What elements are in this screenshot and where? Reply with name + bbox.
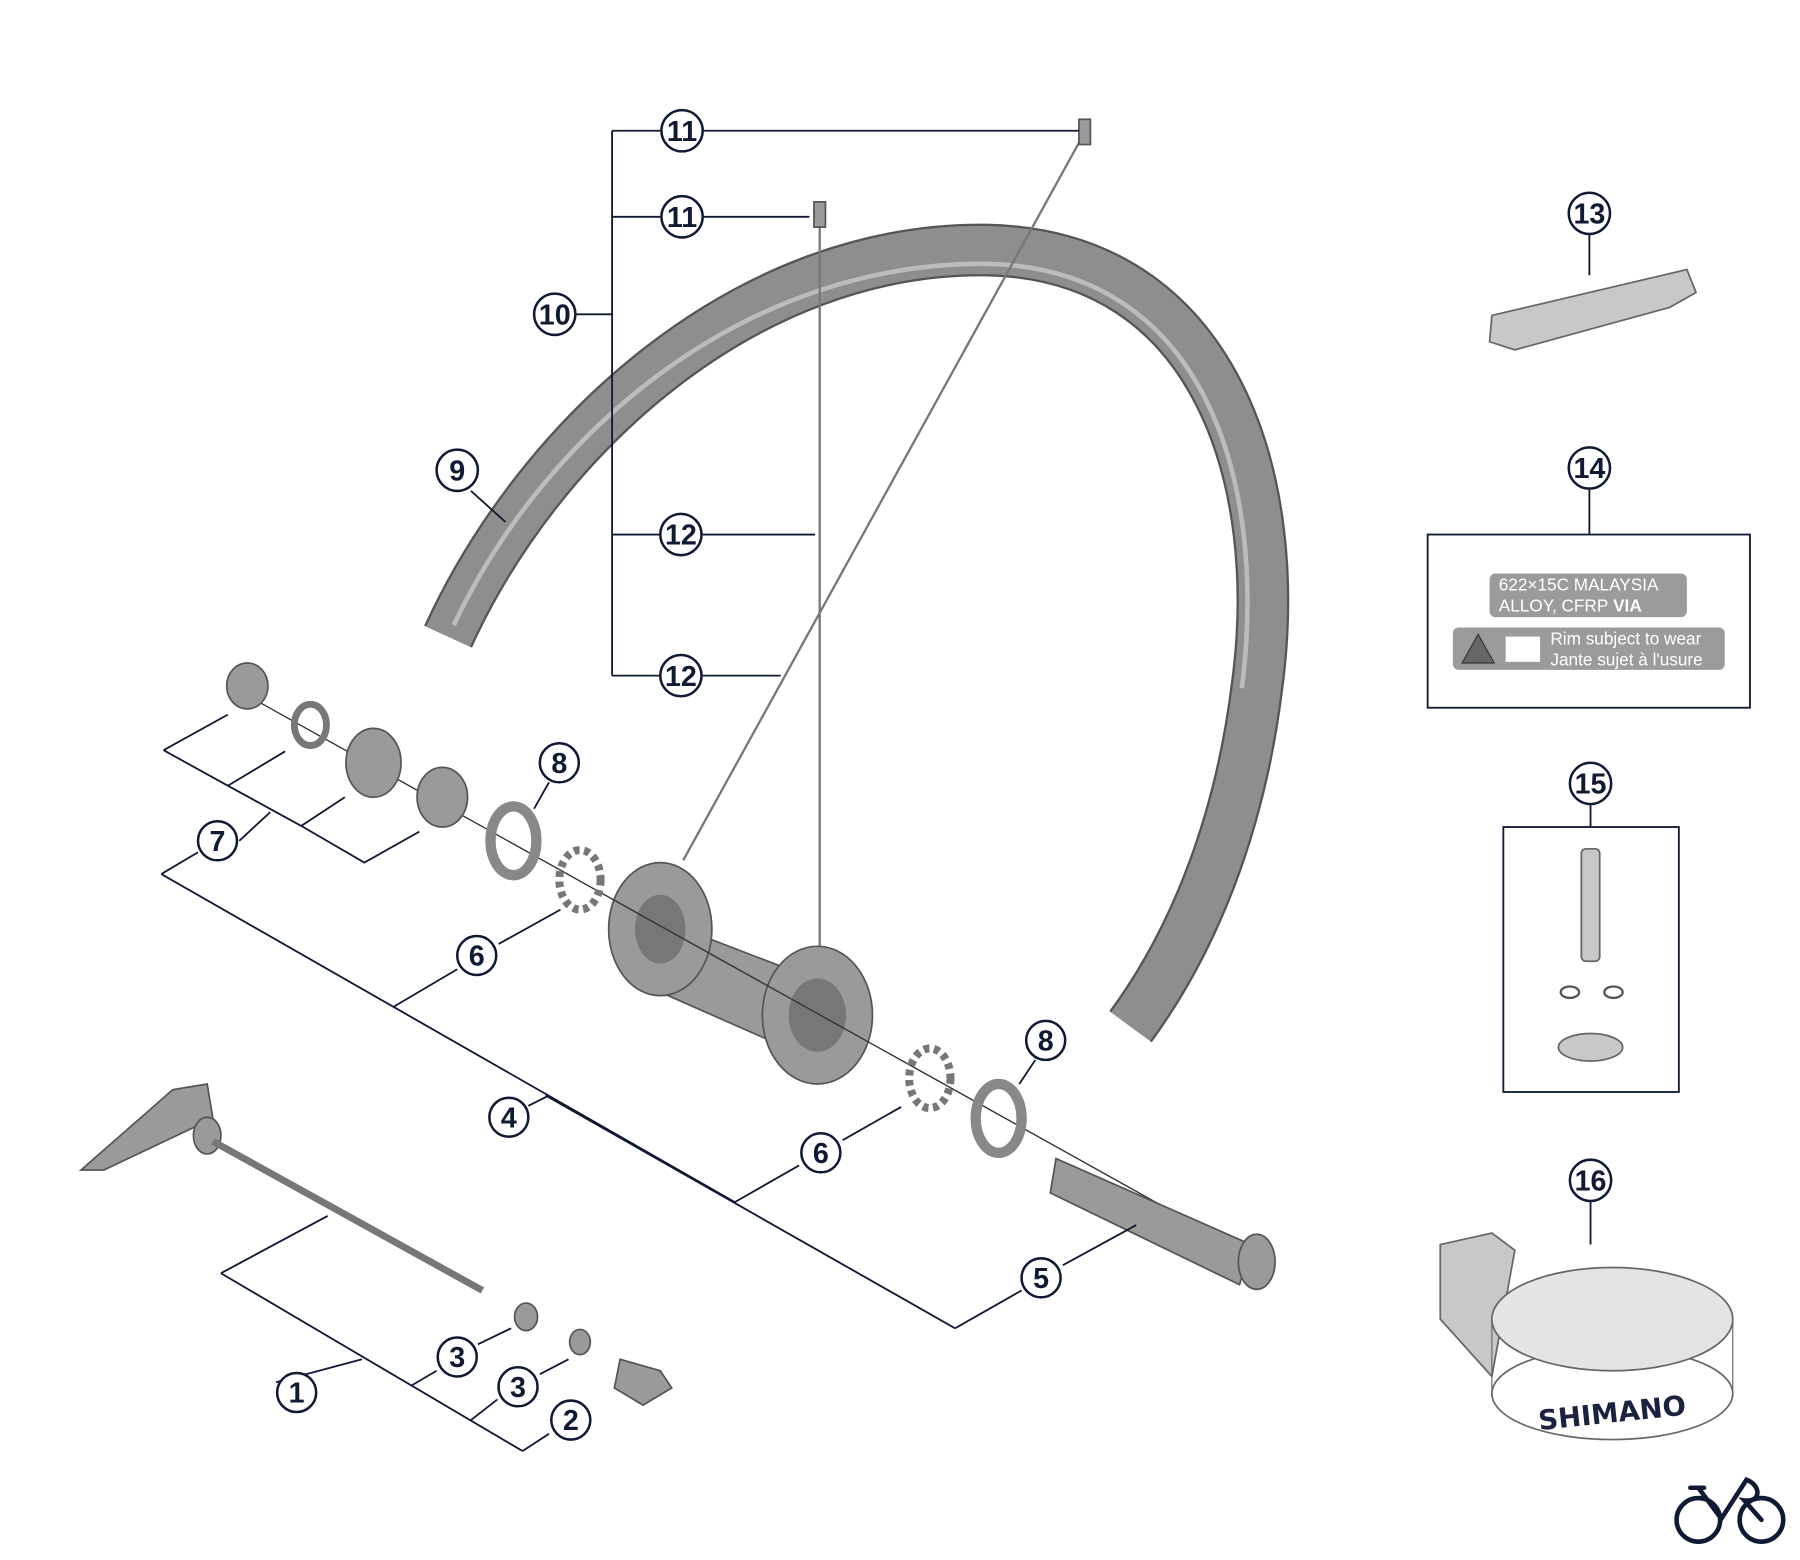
callout-number: 12 [665,520,697,552]
callout-13[interactable]: 13 [1567,191,1612,236]
rim-label-box: 622×15C MALAYSIA ALLOY, CFRP VIA Rim sub… [1426,533,1751,709]
callout-number: 11 [667,202,697,234]
rim-material: ALLOY, CFRP [1499,595,1609,615]
callout-number: 6 [469,941,485,973]
callout-number: 6 [813,1138,829,1170]
warning-icon [1461,633,1496,664]
callout-5[interactable]: 5 [1020,1257,1062,1299]
callout-number: 3 [449,1342,465,1374]
quick-release [78,1082,673,1407]
callout-10[interactable]: 10 [532,292,577,337]
callout-14[interactable]: 14 [1567,446,1612,490]
valve-parts-box [1502,826,1680,1093]
callout-number: 2 [563,1405,579,1437]
callout-number: 9 [449,455,465,487]
callout-number: 11 [667,116,697,148]
callout-number: 1 [289,1378,305,1410]
callout-6[interactable]: 6 [455,934,498,977]
rim-material-text: ALLOY, CFRP VIA [1499,595,1642,615]
callout-15[interactable]: 15 [1568,761,1613,806]
callout-number: 13 [1573,199,1605,231]
callout-number: 10 [539,299,571,331]
rim [424,223,1290,1043]
callout-12[interactable]: 12 [659,653,703,698]
callout-8[interactable]: 8 [1024,1019,1067,1062]
warning-text-fr: Jante sujet à l'usure [1550,649,1702,669]
callout-6[interactable]: 6 [800,1132,842,1174]
callout-number: 7 [210,826,226,858]
callout-8[interactable]: 8 [538,742,581,784]
via-mark: VIA [1613,595,1642,615]
info-manual-icon [1505,636,1541,662]
callout-7[interactable]: 7 [196,820,239,862]
callout-number: 5 [1033,1263,1049,1295]
callout-3[interactable]: 3 [436,1336,478,1378]
callout-2[interactable]: 2 [550,1399,592,1441]
rim-size-text: 622×15C MALAYSIA [1499,575,1659,595]
callout-number: 12 [665,661,697,693]
callout-4[interactable]: 4 [488,1096,530,1138]
callout-number: 3 [510,1372,526,1404]
callout-9[interactable]: 9 [435,448,480,493]
callout-number: 14 [1573,453,1605,485]
callout-3[interactable]: 3 [497,1366,539,1408]
callout-number: 8 [1038,1026,1054,1058]
spoke-wrench [1488,268,1698,351]
right-hub-parts [905,1044,1276,1291]
callout-16[interactable]: 16 [1568,1158,1613,1203]
callout-11[interactable]: 11 [660,108,704,153]
callout-1[interactable]: 1 [275,1371,318,1414]
spoke-nipple [1078,118,1092,146]
callout-number: 16 [1575,1165,1607,1197]
left-hub-parts [225,662,605,914]
callout-number: 15 [1575,769,1607,801]
callout-11[interactable]: 11 [660,194,704,239]
bicycle-logo-icon [1674,1476,1786,1544]
spoke-nipple [813,201,827,228]
hub [607,861,874,1085]
callout-number: 4 [501,1102,517,1134]
spokes [682,118,1092,964]
callout-number: 8 [551,748,567,780]
callout-12[interactable]: 12 [659,512,703,557]
warning-text-en: Rim subject to wear [1550,629,1701,649]
leader-lines [160,129,1592,1452]
rim-tape: SHIMANO [1439,1232,1734,1441]
